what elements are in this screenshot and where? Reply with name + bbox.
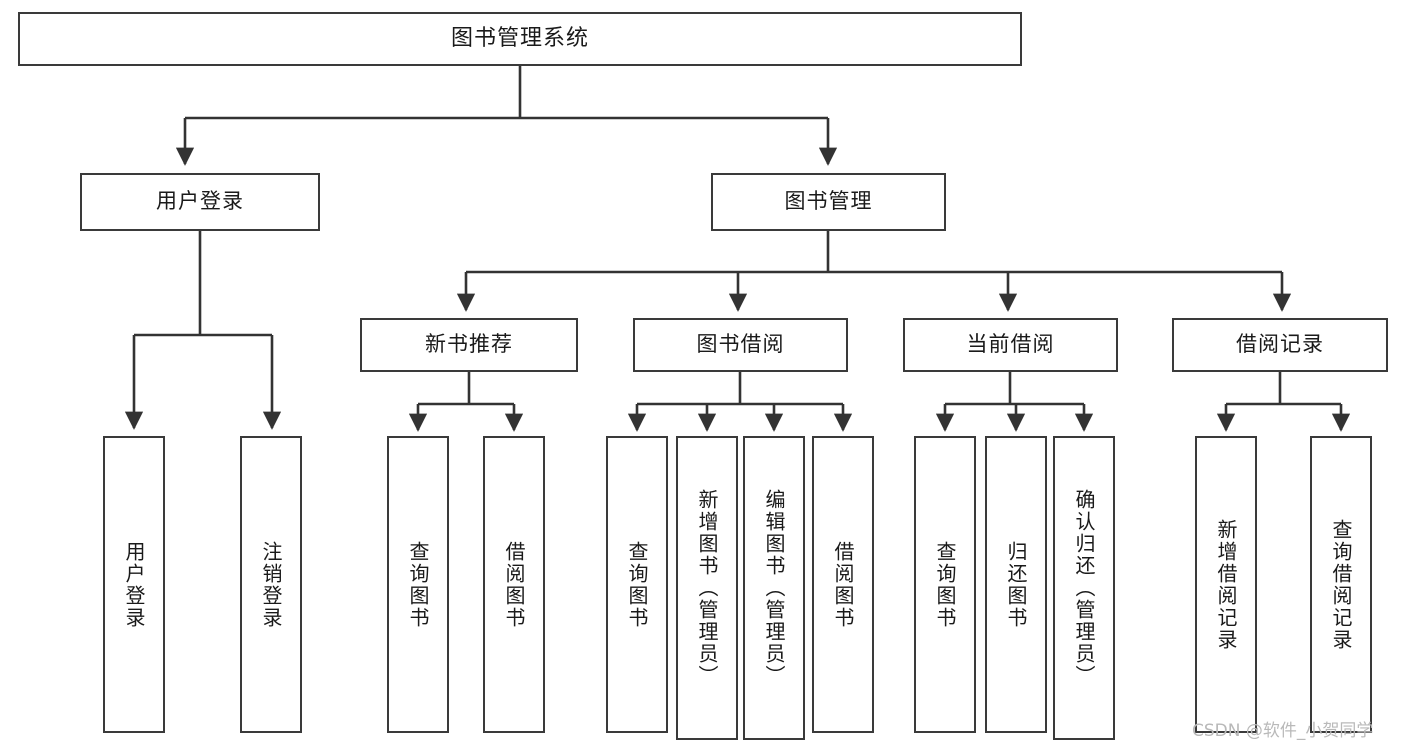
node-user-login[interactable]: 用户登录 (80, 173, 320, 231)
node-leaf-logout-label: 注销登录 (259, 540, 283, 629)
node-leaf-query-book-2[interactable]: 查询图书 (606, 436, 668, 733)
node-book-borrow-label: 图书借阅 (696, 332, 785, 357)
node-leaf-add-record-label: 新增借阅记录 (1214, 518, 1238, 651)
node-leaf-add-book-label: 新增图书（管理员） (695, 489, 719, 687)
node-leaf-query-record[interactable]: 查询借阅记录 (1310, 436, 1372, 733)
node-leaf-confirm-return-label: 确认归还（管理员） (1072, 489, 1096, 687)
node-leaf-edit-book[interactable]: 编辑图书（管理员） (743, 436, 805, 740)
node-leaf-user-login-label: 用户登录 (122, 540, 146, 629)
node-leaf-query-record-label: 查询借阅记录 (1329, 518, 1353, 651)
node-leaf-add-book[interactable]: 新增图书（管理员） (676, 436, 738, 740)
node-leaf-borrow-book-2-label: 借阅图书 (831, 540, 855, 629)
node-leaf-user-login[interactable]: 用户登录 (103, 436, 165, 733)
node-leaf-add-record[interactable]: 新增借阅记录 (1195, 436, 1257, 733)
node-book-borrow[interactable]: 图书借阅 (633, 318, 848, 372)
node-current-borrow[interactable]: 当前借阅 (903, 318, 1118, 372)
node-root-label: 图书管理系统 (450, 25, 589, 51)
node-book-manage-label: 图书管理 (784, 189, 873, 214)
node-new-book-rec[interactable]: 新书推荐 (360, 318, 578, 372)
node-leaf-borrow-book-2[interactable]: 借阅图书 (812, 436, 874, 733)
node-leaf-borrow-book-1-label: 借阅图书 (502, 540, 526, 629)
node-leaf-query-book-1-label: 查询图书 (406, 540, 430, 629)
node-leaf-logout[interactable]: 注销登录 (240, 436, 302, 733)
node-leaf-query-book-1[interactable]: 查询图书 (387, 436, 449, 733)
node-leaf-return-book-label: 归还图书 (1004, 540, 1028, 629)
node-current-borrow-label: 当前借阅 (966, 332, 1055, 357)
node-leaf-query-book-2-label: 查询图书 (625, 540, 649, 629)
watermark: CSDN @软件_小贺同学 (1192, 721, 1374, 741)
node-leaf-confirm-return[interactable]: 确认归还（管理员） (1053, 436, 1115, 740)
node-leaf-return-book[interactable]: 归还图书 (985, 436, 1047, 733)
node-user-login-label: 用户登录 (156, 189, 244, 214)
node-book-manage[interactable]: 图书管理 (711, 173, 946, 231)
node-leaf-borrow-book-1[interactable]: 借阅图书 (483, 436, 545, 733)
node-new-book-rec-label: 新书推荐 (425, 332, 513, 357)
node-borrow-record-label: 借阅记录 (1236, 332, 1324, 357)
node-leaf-query-book-3-label: 查询图书 (933, 540, 957, 629)
node-borrow-record[interactable]: 借阅记录 (1172, 318, 1388, 372)
node-root[interactable]: 图书管理系统 (18, 12, 1022, 66)
node-leaf-edit-book-label: 编辑图书（管理员） (762, 489, 786, 687)
node-leaf-query-book-3[interactable]: 查询图书 (914, 436, 976, 733)
